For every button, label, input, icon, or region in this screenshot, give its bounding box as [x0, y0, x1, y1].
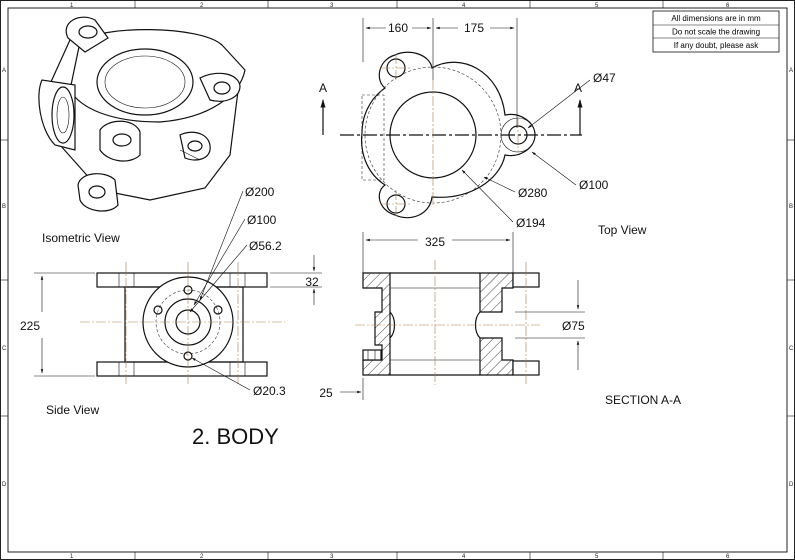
side-view-label: Side View [46, 403, 99, 417]
zone-number-3-bottom: 3 [330, 554, 334, 560]
dim-32: 32 [305, 275, 319, 289]
zone-letter-c-right: C [789, 346, 794, 352]
zone-letter-d: D [2, 482, 7, 488]
dim-dia-194: Ø194 [516, 216, 546, 230]
section-mark-a-left: A [319, 81, 327, 95]
zone-number-3: 3 [330, 3, 334, 9]
dim-dia-100-top: Ø100 [579, 178, 609, 192]
side-view [34, 190, 322, 391]
note-dimensions-mm: All dimensions are in mm [671, 14, 761, 23]
dim-175: 175 [464, 21, 484, 35]
dim-dia-100-side: Ø100 [247, 213, 277, 227]
dim-dia-280: Ø280 [518, 186, 548, 200]
zone-letter-b-right: B [789, 204, 793, 210]
zone-number-1-bottom: 1 [70, 554, 74, 560]
section-mark-a-right: A [574, 81, 582, 95]
dim-160: 160 [388, 21, 408, 35]
zone-letter-b: B [2, 204, 6, 210]
zone-letters-right: A B C D [789, 68, 794, 488]
dim-325: 325 [425, 235, 445, 249]
dim-225: 225 [20, 319, 40, 333]
dim-dia-47: Ø47 [593, 71, 616, 85]
zone-letter-a: A [2, 68, 6, 74]
zone-letters-left: A B C D [2, 68, 7, 488]
section-view-label: SECTION A-A [605, 393, 681, 407]
drawing-title: 2. BODY [192, 424, 279, 449]
dim-dia-56-2: Ø56.2 [249, 239, 282, 253]
zone-number-1: 1 [70, 3, 74, 9]
zone-number-2: 2 [200, 3, 204, 9]
zone-letter-c: C [2, 346, 7, 352]
top-view [320, 18, 591, 275]
zone-number-4: 4 [462, 3, 466, 9]
zone-number-6-bottom: 6 [726, 554, 730, 560]
top-view-label: Top View [598, 223, 647, 237]
zone-number-4-bottom: 4 [462, 554, 466, 560]
dim-dia-75: Ø75 [562, 319, 585, 333]
zone-letter-a-right: A [789, 68, 793, 74]
zone-letter-d-right: D [789, 482, 794, 488]
note-do-not-scale: Do not scale the drawing [672, 28, 760, 37]
note-if-doubt: If any doubt, please ask [674, 41, 760, 50]
dim-dia-20-3: Ø20.3 [253, 384, 286, 398]
zone-number-6: 6 [726, 3, 730, 9]
dim-dia-200: Ø200 [245, 185, 275, 199]
zone-number-5-bottom: 5 [595, 554, 599, 560]
zone-numbers-top: 1 2 3 4 5 6 [70, 3, 730, 9]
zone-number-5: 5 [595, 3, 599, 9]
isometric-view [38, 16, 246, 212]
isometric-view-label: Isometric View [42, 231, 120, 245]
dim-25: 25 [319, 386, 333, 400]
zone-number-2-bottom: 2 [200, 554, 204, 560]
section-view [340, 260, 585, 400]
zone-numbers-bottom: 1 2 3 4 5 6 [70, 554, 730, 560]
notes-box: All dimensions are in mm Do not scale th… [652, 10, 780, 53]
